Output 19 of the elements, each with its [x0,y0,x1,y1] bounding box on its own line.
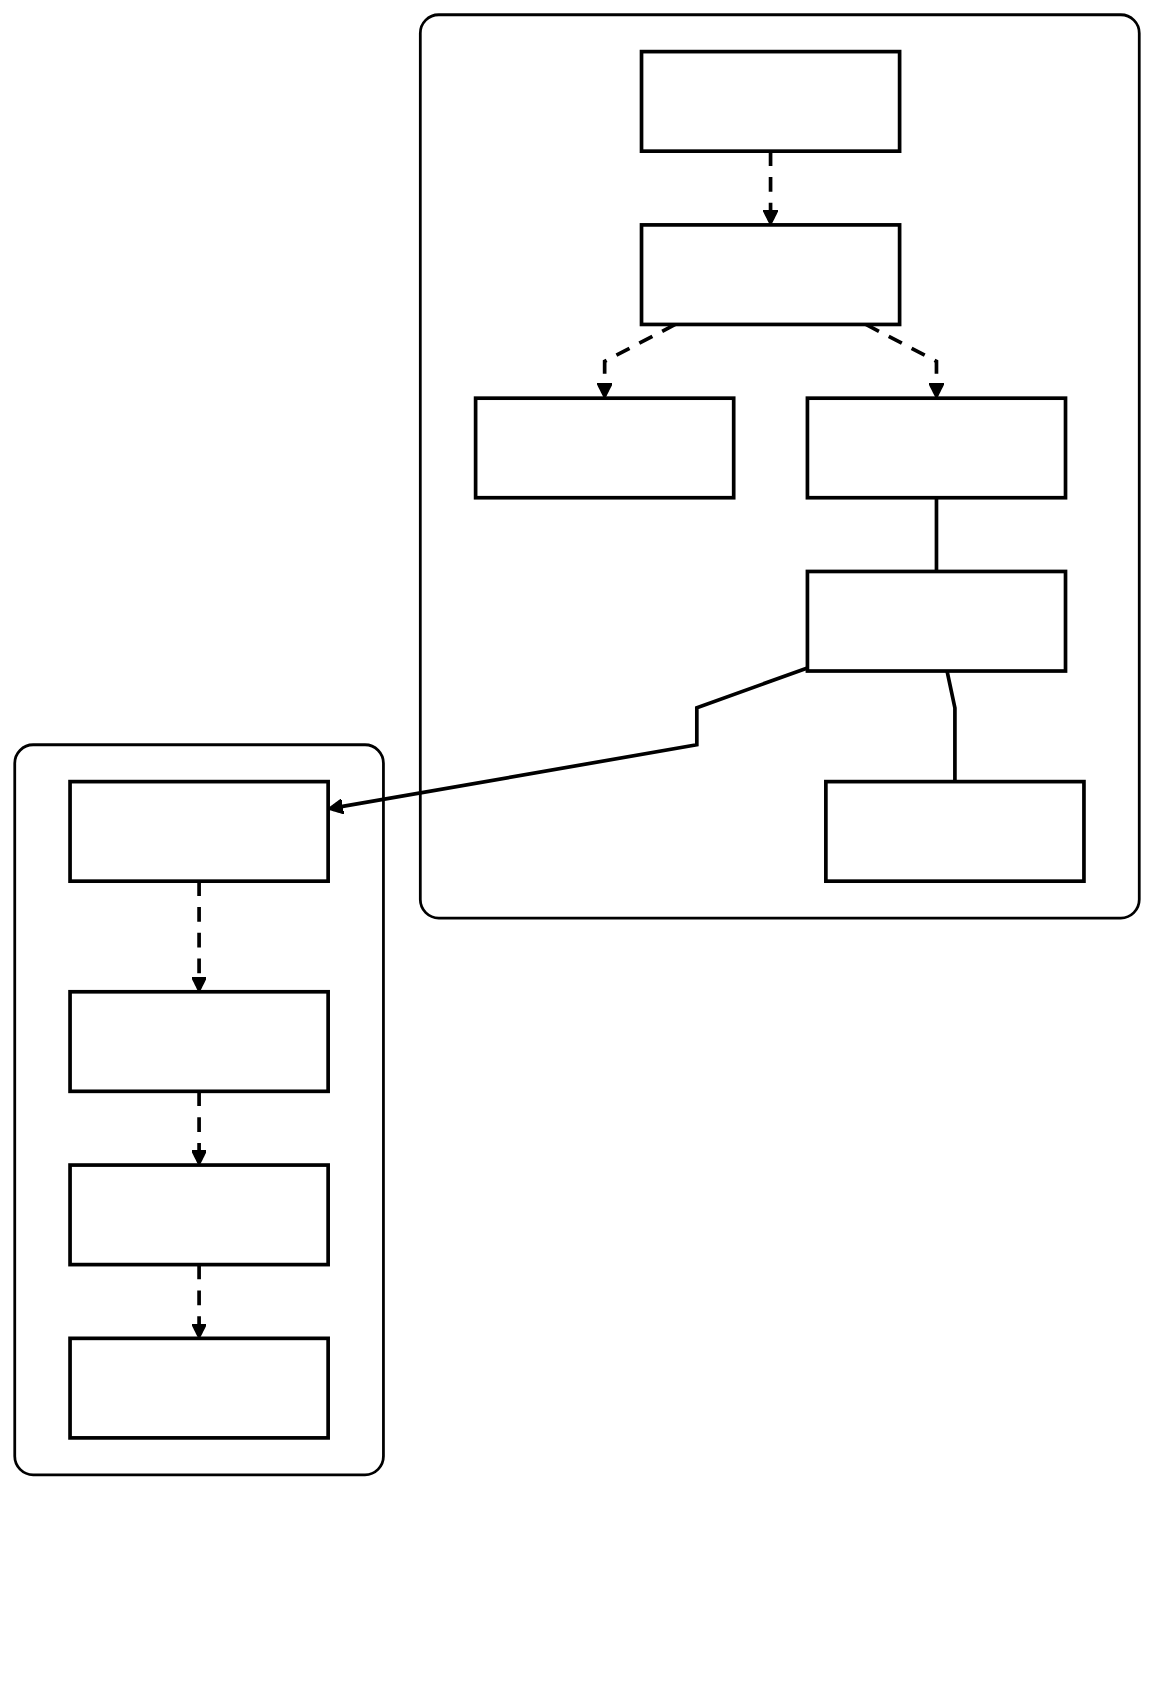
arrow [191,881,208,993]
process-box [68,1163,330,1267]
process-box [639,223,902,327]
connector-line [934,497,939,572]
process-box [473,396,736,500]
arrow [327,666,809,815]
process-box [824,779,1086,883]
process-box [639,49,902,153]
arrow [596,322,677,399]
arrow [865,322,945,399]
process-box [68,989,330,1094]
connector-line [945,670,957,782]
process-box [805,396,1068,500]
arrow [191,1264,208,1340]
process-box [68,779,330,883]
process-box [68,1336,330,1440]
process-box [805,569,1068,673]
arrow [762,151,779,226]
arrow [191,1091,208,1166]
